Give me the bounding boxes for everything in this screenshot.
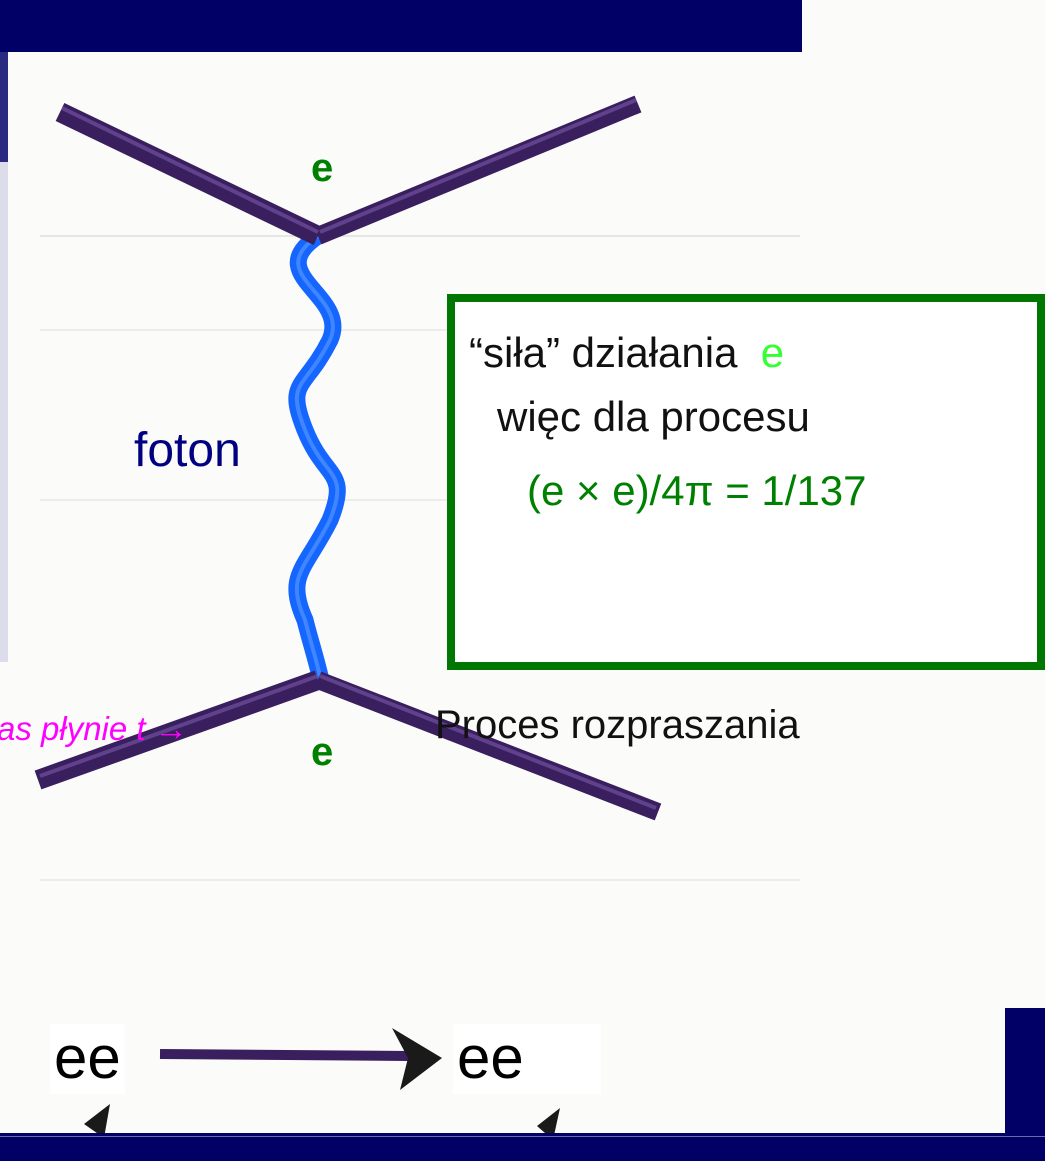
initial-state-ee: ee [50,1024,125,1094]
left-edge-strip-light [0,162,8,662]
coupling-info-box: “siła” działania e więc dla procesu (e ×… [447,294,1045,670]
electron-line-bottom-left [34,670,322,790]
coupling-strength-text: “siła” działania [469,329,738,376]
coupling-symbol: e [760,329,785,376]
fine-structure-formula: (e × e)/4π = 1/137 [527,467,867,514]
scattering-process-label: Proces rozpraszania [435,703,800,747]
bottom-fragment-right [537,1108,560,1140]
final-state-ee: ee [453,1024,601,1094]
title-bar [0,0,802,52]
time-flow-label: as płynie t → [0,710,188,747]
process-line: więc dla procesu [497,393,810,440]
vertex-label-top: e [311,146,334,190]
timeline-arrow-head [392,1028,442,1090]
photon-label: foton [134,424,241,477]
bottom-band [0,1133,1045,1161]
timeline-arrow-shaft [159,1049,409,1061]
bottom-fragment-left [84,1104,110,1138]
left-edge-strip [0,52,8,162]
coupling-strength-line: “siła” działania e [469,332,784,374]
vertex-label-bottom: e [311,730,334,774]
electron-line-top-left [55,102,323,246]
electron-line-bottom-right [314,671,662,821]
electron-line-top-right [314,95,642,245]
bottom-divider [0,1136,1045,1137]
